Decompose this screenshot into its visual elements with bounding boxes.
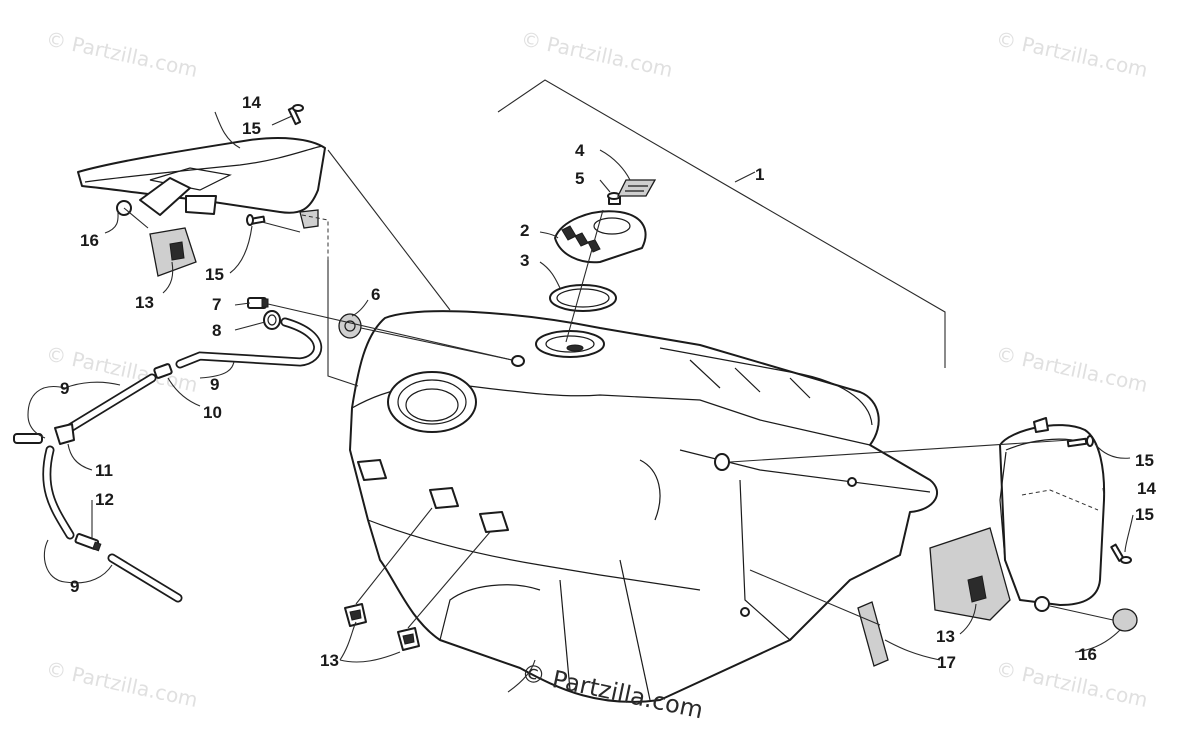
callout-11: 11 — [95, 461, 113, 480]
panel-screw — [246, 214, 266, 226]
callout-5: 5 — [575, 169, 584, 188]
callout-6: 6 — [371, 285, 380, 304]
callout-10: 10 — [203, 403, 222, 422]
callout-16: 16 — [1078, 645, 1097, 664]
warning-label — [616, 179, 657, 197]
watermark: © Partzilla.com — [44, 26, 200, 82]
assembly-bracket — [497, 79, 946, 368]
callout-2: 2 — [520, 221, 529, 240]
callout-15: 15 — [1135, 505, 1154, 524]
watermark: © Partzilla.com — [994, 341, 1150, 397]
mounting-tab — [479, 511, 509, 533]
mounting-tab — [357, 459, 387, 481]
assembly-line — [355, 507, 491, 629]
assembly-line — [749, 569, 881, 626]
foam-pad — [857, 601, 889, 667]
vent-connector — [153, 363, 173, 379]
callout-12: 12 — [95, 490, 114, 509]
callout-7: 7 — [212, 295, 221, 314]
callout-14: 14 — [1137, 479, 1156, 498]
left-side-panel — [77, 137, 329, 260]
watermark: © Partzilla.com — [519, 26, 675, 82]
callout-15: 15 — [242, 119, 261, 138]
callout-leaders — [27, 111, 1134, 693]
callout-labels: 1 2 3 4 5 6 7 8 9 9 9 10 11 12 13 13 13 … — [60, 93, 1156, 672]
callout-15: 15 — [205, 265, 224, 284]
callout-14: 14 — [242, 93, 261, 112]
callout-1: 1 — [755, 165, 764, 184]
vent-fitting — [247, 297, 269, 309]
tank-clip — [397, 627, 420, 651]
retainer-clip-bracket — [149, 227, 197, 277]
fuel-cap-gasket — [549, 284, 617, 312]
assembly-line — [261, 221, 301, 233]
watermark: © Partzilla.com — [44, 656, 200, 712]
callout-3: 3 — [520, 251, 529, 270]
callout-15: 15 — [1135, 451, 1154, 470]
callout-13: 13 — [135, 293, 154, 312]
mounting-tab — [429, 487, 459, 509]
leader-line — [734, 171, 756, 183]
watermark: © Partzilla.com — [994, 26, 1150, 82]
assembly-line — [327, 149, 451, 311]
fuel-cap — [554, 210, 647, 264]
callout-9: 9 — [70, 577, 79, 596]
assembly-line — [1049, 605, 1114, 621]
right-side-panel — [999, 417, 1106, 606]
tank-clip — [344, 603, 367, 627]
callout-13: 13 — [320, 651, 339, 670]
callout-9: 9 — [60, 379, 69, 398]
assembly-line — [565, 209, 604, 343]
retainer-clip-bracket — [929, 527, 1011, 621]
assembly-line — [729, 439, 1071, 463]
callout-13: 13 — [936, 627, 955, 646]
tee-fitting — [13, 423, 75, 445]
assembly-line — [267, 303, 513, 361]
watermark: © Partzilla.com — [994, 656, 1150, 712]
callout-17: 17 — [937, 653, 956, 672]
panel-screw — [1110, 543, 1132, 564]
callout-4: 4 — [575, 141, 585, 160]
vent-grommet — [338, 313, 362, 339]
callout-16: 16 — [80, 231, 99, 250]
panel-screw — [1066, 435, 1094, 448]
hose-clamp — [263, 310, 281, 330]
callout-8: 8 — [212, 321, 221, 340]
check-valve — [74, 533, 102, 552]
assembly-line — [327, 260, 359, 387]
fuel-tank — [349, 310, 939, 703]
push-rivet — [116, 200, 149, 229]
panel-screw — [287, 104, 304, 126]
callout-9: 9 — [210, 375, 219, 394]
cap-screw — [607, 192, 621, 205]
